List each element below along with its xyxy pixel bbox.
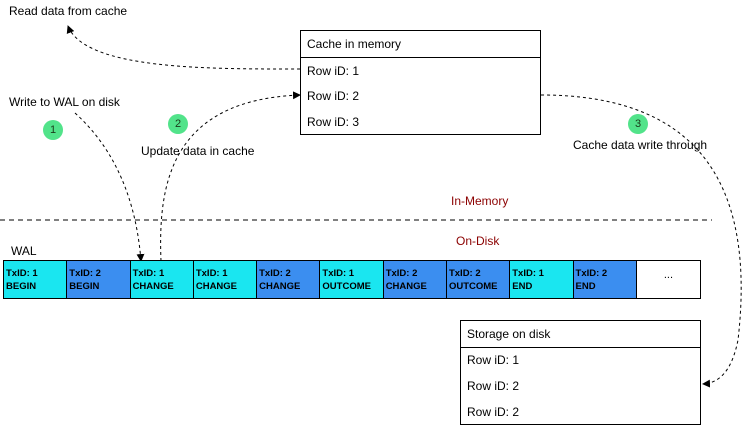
wal-entry-tx: TxID: 2 <box>448 268 481 279</box>
update-cache-arrow <box>160 91 301 262</box>
wal-entry: TxID: 2 BEGIN <box>67 261 131 298</box>
write-wal-label: Write to WAL on disk <box>9 95 120 109</box>
step-badge-1: 1 <box>43 120 63 140</box>
read-cache-label: Read data from cache <box>9 4 128 18</box>
wal-entry: TxID: 1 BEGIN <box>4 261 68 298</box>
step-badge-2: 2 <box>168 114 188 134</box>
wal-entry: TxID: 2 CHANGE <box>257 261 321 298</box>
wal-strip: TxID: 1 BEGIN TxID: 2 BEGIN TxID: 1 CHAN… <box>3 260 701 299</box>
storage-row: Row iD: 1 <box>467 353 520 367</box>
wal-entry: TxID: 2 END <box>573 261 637 298</box>
wal-entry-op: BEGIN <box>69 281 100 292</box>
wal-entry-tx: TxID: 2 <box>69 268 101 279</box>
storage-row: Row iD: 2 <box>467 405 520 419</box>
wal-entry-tx: TxID: 1 <box>195 268 228 279</box>
wal-entry: TxID: 1 CHANGE <box>130 261 194 298</box>
wal-entry-op: END <box>512 281 533 292</box>
cache-row: Row iD: 1 <box>307 64 360 78</box>
wal-entry-tx: TxID: 1 <box>512 268 544 279</box>
wal-entry-op: CHANGE <box>132 281 174 292</box>
wal-entry: TxID: 2 OUTCOME <box>446 261 511 298</box>
cache-title: Cache in memory <box>301 31 540 58</box>
wal-entry: TxID: 1 OUTCOME <box>320 261 384 298</box>
wal-entry-op: CHANGE <box>259 281 301 292</box>
read-cache-arrow <box>66 25 301 70</box>
wal-entry-op: CHANGE <box>195 281 238 292</box>
wal-entry-op: BEGIN <box>6 281 37 292</box>
wal-entry-tx: TxID: 1 <box>132 268 165 279</box>
update-cache-label: Update data in cache <box>141 144 255 158</box>
write-through-label: Cache data write through <box>573 138 708 152</box>
cache-box: Cache in memory Row iD: 1 Row iD: 2 Row … <box>300 30 541 135</box>
wal-entry-op: OUTCOME <box>322 281 371 292</box>
in-memory-label: In-Memory <box>451 194 509 208</box>
wal-more-entries: ... <box>663 269 674 281</box>
write-through-arrow <box>540 94 742 388</box>
write-wal-arrow <box>74 112 145 262</box>
cache-row: Row iD: 2 <box>307 89 360 103</box>
storage-row: Row iD: 2 <box>467 379 520 393</box>
step-badge-3: 3 <box>628 114 648 134</box>
wal-entry-tx: TxID: 1 <box>322 268 355 279</box>
wal-entry-op: CHANGE <box>385 281 427 292</box>
wal-entry-tx: TxID: 2 <box>385 268 418 279</box>
wal-entry: TxID: 1 END <box>510 261 574 298</box>
cache-row: Row iD: 3 <box>307 115 360 129</box>
wal-entry-op: END <box>575 281 596 292</box>
on-disk-label: On-Disk <box>456 234 500 248</box>
wal-entry: TxID: 1 CHANGE <box>193 261 258 298</box>
wal-entry-tx: TxID: 1 <box>6 268 38 279</box>
wal-entry: TxID: 2 CHANGE <box>383 261 447 298</box>
wal-entry-op: OUTCOME <box>448 281 498 292</box>
storage-box: Storage on disk Row iD: 1 Row iD: 2 Row … <box>460 320 701 425</box>
storage-title: Storage on disk <box>461 321 700 348</box>
wal-label: WAL <box>11 244 37 258</box>
wal-entry-tx: TxID: 2 <box>575 268 608 279</box>
wal-entry-tx: TxID: 2 <box>259 268 291 279</box>
